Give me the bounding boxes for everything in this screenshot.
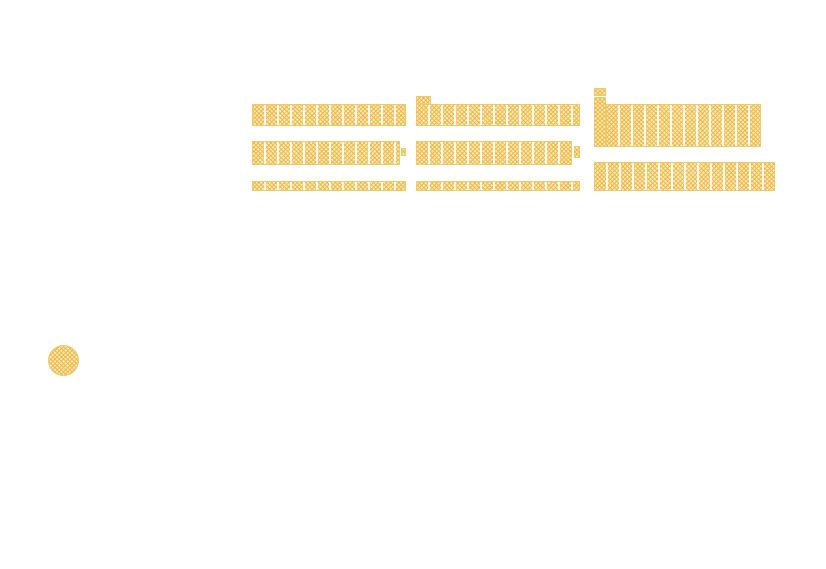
- col2-row1-placeholder: [416, 104, 580, 126]
- col3-row1-placeholder: [606, 104, 761, 147]
- col2-row2-tail-marker: [574, 146, 580, 158]
- col1-row2-placeholder: [252, 141, 400, 165]
- circle-icon[interactable]: [48, 345, 79, 376]
- col2-row2-placeholder: [416, 141, 572, 165]
- col2-row3-placeholder: [416, 181, 580, 191]
- col1-row2-tail-marker: [401, 148, 406, 156]
- col1-row3-placeholder: [252, 181, 406, 191]
- col3-side-marker: [594, 97, 606, 147]
- col3-row2-placeholder: [594, 162, 775, 191]
- col3-top-marker: [594, 88, 606, 96]
- col1-row1-placeholder: [252, 104, 406, 126]
